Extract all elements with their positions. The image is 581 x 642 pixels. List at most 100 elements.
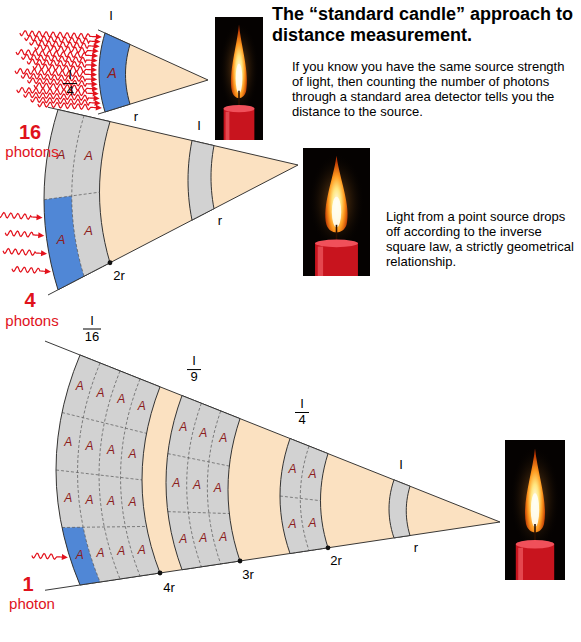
- area-patch: [280, 439, 328, 554]
- photon-arrowhead: [38, 232, 44, 238]
- grid-line: [168, 454, 230, 466]
- photon-arrowhead: [91, 57, 97, 63]
- label: I: [90, 314, 94, 329]
- distance-dot: [108, 260, 113, 265]
- photon-wave: [25, 35, 96, 43]
- patch-outline: [99, 33, 130, 112]
- area-label: A: [86, 494, 94, 508]
- label: 2r: [113, 269, 125, 284]
- label: photons: [5, 312, 58, 329]
- photon-wave: [22, 54, 93, 62]
- photon-arrowhead: [93, 95, 99, 101]
- grid-line: [168, 512, 230, 514]
- photo-background: [303, 148, 370, 276]
- flame-glow: [308, 153, 364, 250]
- photon-arrowhead: [36, 214, 42, 220]
- candle-highlight: [518, 548, 523, 580]
- grid-line: [62, 526, 147, 527]
- label: 2r: [330, 554, 342, 569]
- area-label: A: [179, 533, 187, 547]
- label: photon: [9, 595, 55, 612]
- area-label: A: [219, 432, 227, 446]
- grid-line: [62, 413, 147, 434]
- wick: [534, 524, 536, 541]
- flame-core: [236, 64, 243, 94]
- area-label: A: [199, 532, 207, 546]
- label: I: [68, 68, 72, 83]
- area-label: A: [57, 233, 66, 248]
- grid-line: [187, 403, 202, 567]
- area-label: A: [96, 387, 104, 401]
- patch-outline: [188, 141, 214, 221]
- label: 4: [298, 413, 305, 428]
- distance-dot: [238, 559, 243, 564]
- label: r: [218, 214, 222, 229]
- flame-glow: [510, 446, 560, 552]
- photon-wave: [12, 267, 46, 273]
- label: I: [197, 119, 201, 134]
- label: 9: [190, 370, 197, 385]
- label: 3r: [242, 568, 254, 583]
- photon-wave: [17, 88, 94, 96]
- photon-wave: [32, 553, 63, 559]
- area-label: A: [199, 427, 207, 441]
- area-label: A: [138, 544, 146, 558]
- area-label: A: [117, 393, 125, 407]
- photon-wave: [3, 249, 42, 256]
- title: The “standard candle” approach to distan…: [272, 4, 577, 45]
- area-patch: [166, 396, 240, 570]
- label: 1: [22, 573, 33, 596]
- patch-outline: [280, 439, 328, 554]
- light-cone: [56, 355, 500, 585]
- flame: [325, 156, 347, 233]
- photon-arrowhead: [96, 34, 102, 40]
- candle-top: [516, 540, 554, 548]
- label: r: [134, 110, 138, 125]
- candle-photo: [505, 440, 565, 580]
- candle-body: [224, 108, 255, 140]
- candle-photo: [215, 17, 263, 140]
- photon-arrowhead: [45, 268, 51, 274]
- photon-arrowhead: [92, 86, 98, 92]
- area-label: A: [214, 482, 222, 496]
- area-patch: [188, 141, 214, 221]
- photon-arrowhead: [41, 250, 47, 256]
- label: I: [399, 458, 403, 473]
- label: 4r: [163, 581, 175, 596]
- area-label: A: [84, 224, 93, 239]
- area-label: A: [86, 440, 94, 454]
- area-label: A: [308, 517, 316, 531]
- label: I: [192, 354, 196, 369]
- photon-arrowhead: [91, 67, 97, 73]
- area-label: A: [76, 549, 84, 563]
- patch-outline: [166, 396, 240, 570]
- area-label: A: [179, 421, 187, 435]
- patch-outline: [44, 110, 110, 290]
- photon-arrowhead: [91, 62, 97, 68]
- area-label: A: [172, 477, 180, 491]
- flame: [525, 448, 545, 532]
- label: 16: [85, 330, 99, 345]
- area-patch: [99, 33, 130, 112]
- flame-core: [332, 197, 341, 228]
- photon-arrowhead: [96, 105, 102, 111]
- candle-highlight: [318, 247, 323, 276]
- area-label: A: [76, 380, 84, 394]
- label: 4: [24, 289, 35, 312]
- note-text: If you know you have the same source str…: [292, 60, 576, 120]
- photon-arrowhead: [94, 100, 100, 106]
- photon-arrowhead: [93, 90, 99, 96]
- area-label: A: [96, 547, 104, 561]
- flame: [231, 24, 247, 98]
- flame-glow: [219, 22, 259, 115]
- wick: [336, 225, 338, 240]
- label: I: [109, 9, 113, 24]
- area-label: A: [64, 492, 72, 506]
- area-label: A: [64, 436, 72, 450]
- photon-arrowhead: [93, 48, 99, 54]
- area-label: A: [288, 463, 296, 477]
- distance-dot: [326, 545, 331, 550]
- area-label: A: [288, 518, 296, 532]
- candle-photo: [303, 148, 370, 276]
- candle-body: [516, 544, 554, 580]
